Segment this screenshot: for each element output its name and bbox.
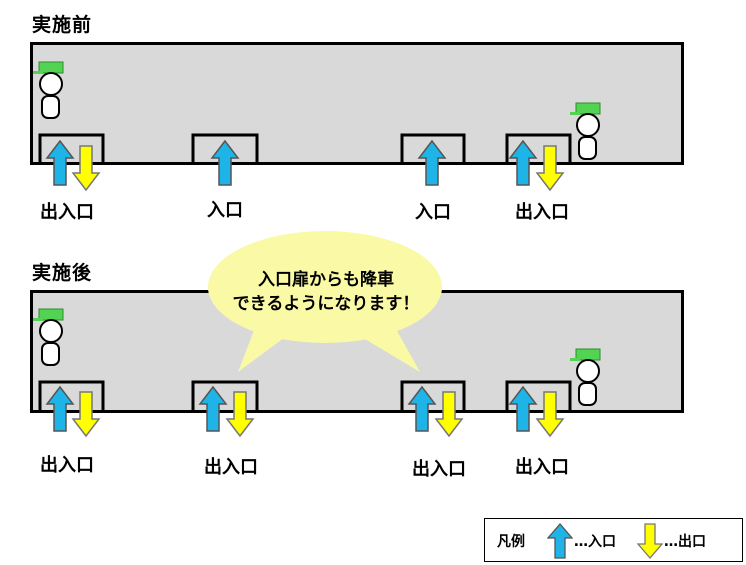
after-title: 実施後: [32, 262, 93, 284]
legend-exit-label: …出口: [664, 534, 706, 550]
before-door-label-1: 出入口: [40, 202, 94, 223]
after-door-frame-4: [505, 380, 572, 413]
before-door-frame-3: [400, 133, 466, 165]
before-door-frame-2: [191, 133, 259, 165]
after-exit-arrow-4: [536, 391, 564, 437]
before-door-frame-1: [38, 133, 105, 165]
after-entry-arrow-2: [199, 386, 227, 432]
after-exit-arrow-2: [226, 391, 254, 437]
before-car-body: [30, 42, 684, 165]
callout-text: 入口扉からも降車 できるようになります！: [215, 268, 437, 316]
callout-bubble: [208, 231, 442, 372]
callout-line-1: 入口扉からも降車: [258, 270, 394, 290]
after-door-label-3: 出入口: [412, 459, 466, 480]
legend-title: 凡例: [497, 534, 525, 550]
after-door-label-4: 出入口: [515, 457, 569, 478]
after-exit-arrow-3: [435, 391, 463, 437]
after-door-frame-2: [191, 380, 259, 413]
after-door-label-2: 出入口: [204, 457, 258, 478]
before-door-frame-4: [505, 133, 572, 165]
after-door-frame-1: [38, 380, 105, 413]
before-exit-arrow-1: [72, 145, 100, 191]
before-entry-arrow-1: [46, 140, 74, 186]
before-door-label-4: 出入口: [515, 202, 569, 223]
after-entry-arrow-3: [408, 386, 436, 432]
before-entry-arrow-2: [211, 140, 239, 186]
before-driver-rear-icon: [569, 102, 601, 160]
before-door-label-2: 入口: [207, 200, 243, 221]
callout-line-2: できるようになります！: [232, 294, 420, 314]
legend: 凡例 …入口 …出口: [484, 518, 743, 562]
after-diagram: [32, 231, 601, 437]
before-entry-arrow-3: [418, 140, 446, 186]
before-exit-arrow-4: [536, 145, 564, 191]
after-driver-rear-icon: [569, 348, 601, 406]
before-door-label-3: 入口: [415, 202, 451, 223]
legend-entry-arrow-icon: [547, 523, 573, 559]
legend-entry-label: …入口: [574, 534, 616, 550]
after-entry-arrow-1: [46, 386, 74, 432]
before-entry-arrow-4: [509, 140, 537, 186]
after-exit-arrow-1: [72, 391, 100, 437]
legend-exit-arrow-icon: [637, 523, 663, 559]
after-door-frame-3: [400, 380, 466, 413]
after-door-label-1: 出入口: [40, 455, 94, 476]
before-diagram: [32, 61, 601, 191]
after-driver-front-icon: [32, 308, 64, 366]
before-title: 実施前: [32, 14, 93, 36]
after-entry-arrow-4: [509, 386, 537, 432]
before-driver-front-icon: [32, 61, 64, 119]
